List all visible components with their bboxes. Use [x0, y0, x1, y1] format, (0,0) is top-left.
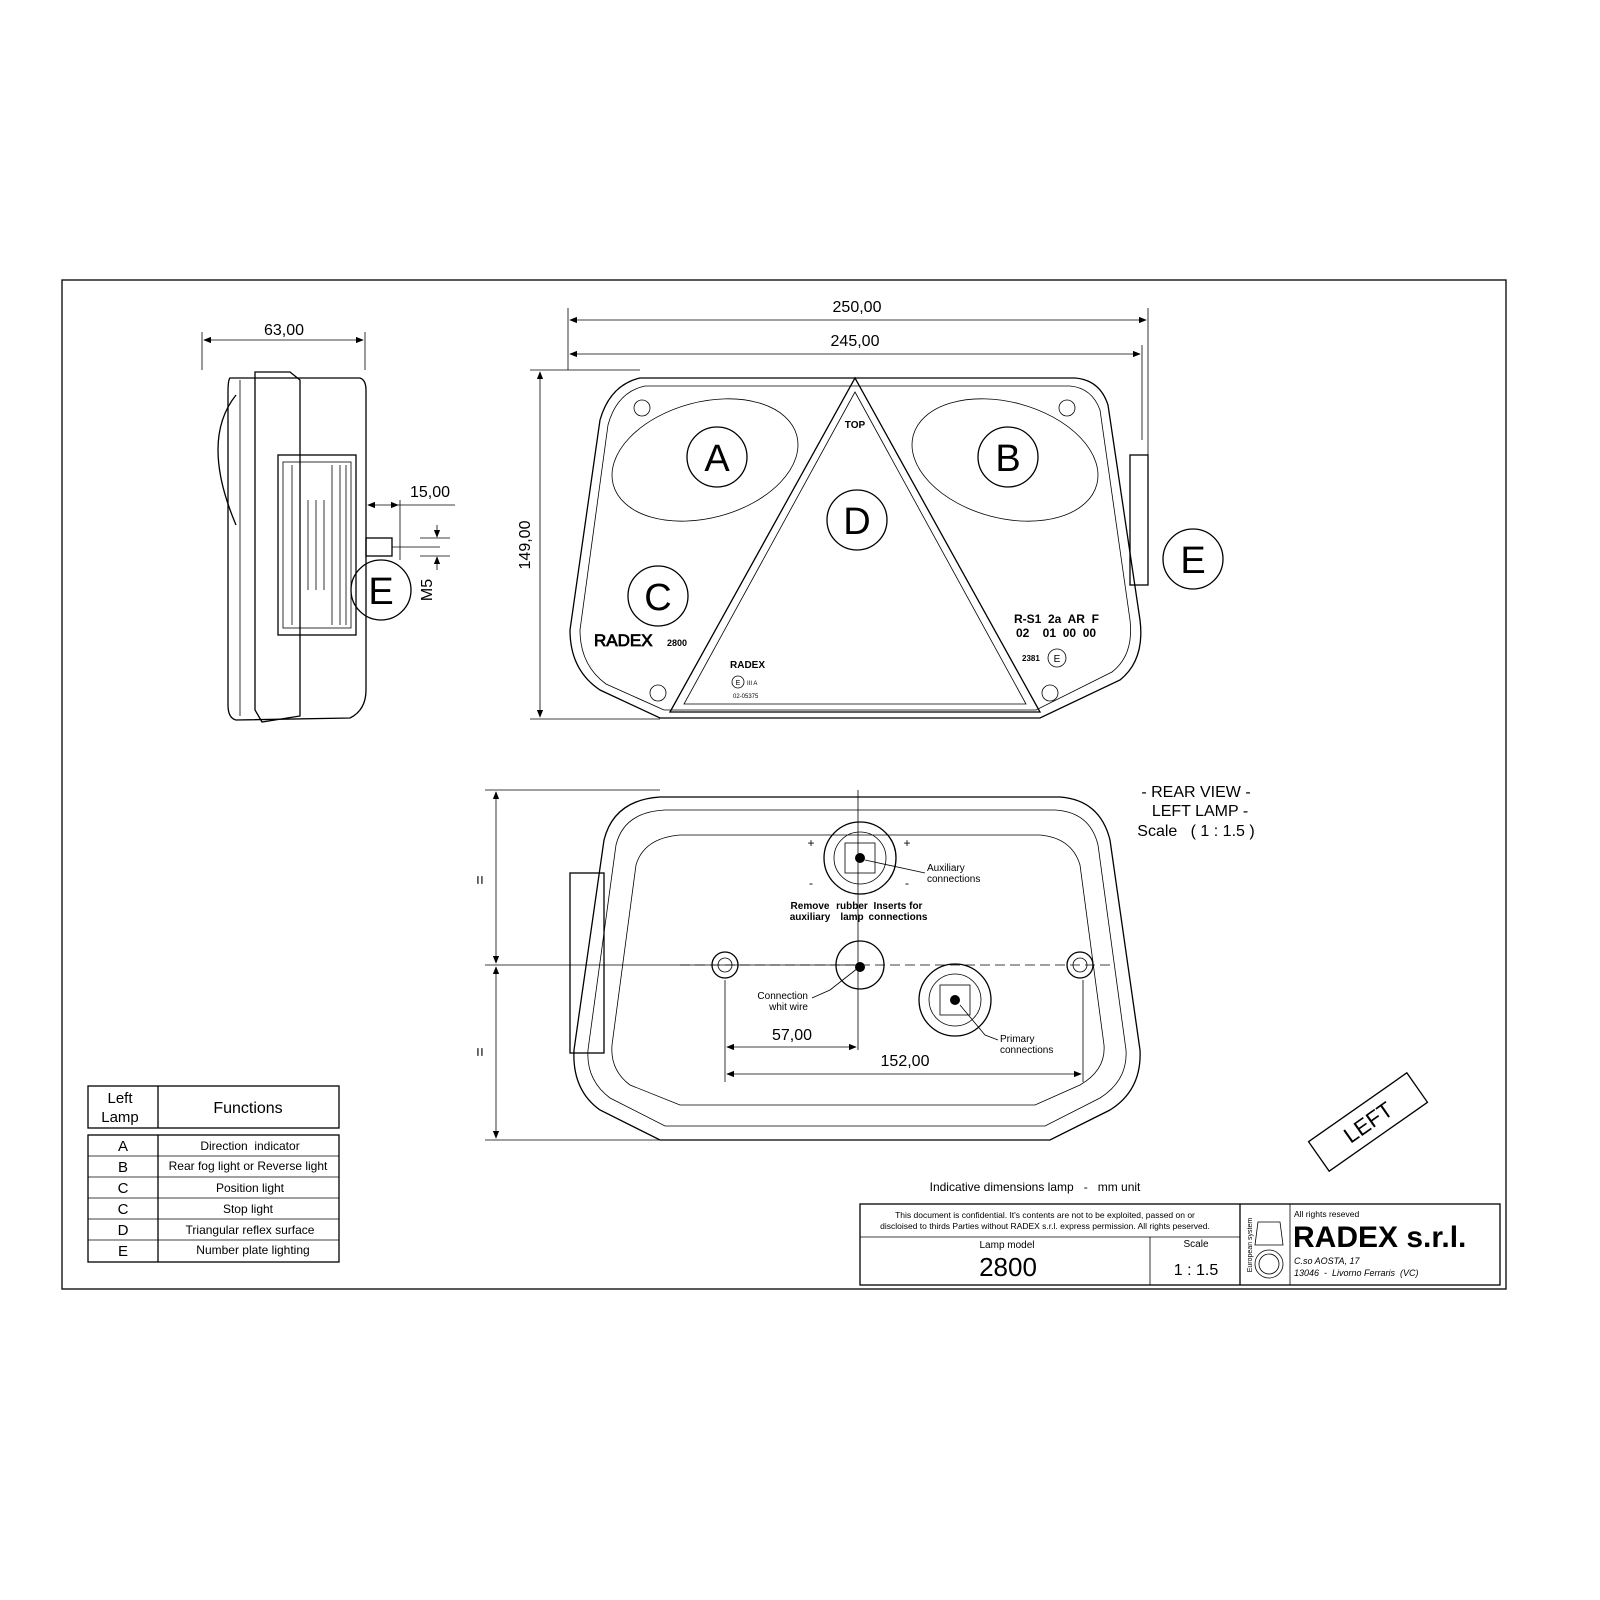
header-functions: Functions — [213, 1100, 282, 1117]
table-row-function: Direction indicator — [200, 1139, 299, 1153]
homologation-line-1: R-S1 2a AR F — [1014, 612, 1099, 626]
white-wire-label-2: whit wire — [768, 1002, 808, 1013]
front-view: 250,00 245,00 149,00 A B C D E TOP RADEX… — [517, 299, 1224, 720]
header-lamp-2: Lamp — [101, 1109, 139, 1126]
label-e: E — [1180, 540, 1205, 582]
address-line-1: C.so AOSTA, 17 — [1294, 1256, 1361, 1266]
table-row-lamp: A — [118, 1138, 128, 1155]
side-label-e: E — [368, 571, 393, 613]
table-row-function: Position light — [216, 1181, 285, 1195]
dim-overall-width: 250,00 — [833, 299, 882, 316]
label-a: A — [704, 438, 730, 480]
e-mark: E — [736, 680, 741, 687]
remove-label-2: auxiliary — [790, 912, 831, 923]
lamp-body — [569, 377, 1142, 719]
table-row-lamp: C — [118, 1201, 129, 1218]
approval-code: 2381 — [1022, 654, 1040, 663]
plus-left: + — [807, 836, 814, 850]
side-lens — [217, 394, 237, 526]
left-stamp: LEFT — [1307, 1071, 1429, 1173]
plus-right: + — [903, 836, 910, 850]
label-b: B — [995, 438, 1020, 480]
white-wire-label-1: Connection — [757, 991, 808, 1002]
rubber-label-2: lamp — [840, 912, 863, 923]
equal-mark-bottom: = — [472, 1047, 489, 1056]
model-mark: 2800 — [667, 638, 687, 648]
dim-hole-offset: 57,00 — [772, 1027, 812, 1044]
confidential-text-1: This document is confidential. It's cont… — [895, 1210, 1195, 1220]
side-view: 63,00 15,00 M5 E — [201, 322, 455, 723]
rear-body — [573, 796, 1141, 1141]
drawing-border — [61, 279, 1507, 1290]
equal-mark-top: = — [472, 875, 489, 884]
table-row-function: Triangular reflex surface — [186, 1223, 315, 1237]
confidential-text-2: discloised to thirds Parties without RAD… — [880, 1221, 1210, 1231]
brand-mark: RADEX — [594, 631, 653, 650]
primary-label-2: connections — [1000, 1045, 1053, 1056]
rubber-label-1: rubber — [836, 901, 868, 912]
lamp-symbol-icon — [1254, 1221, 1284, 1246]
table-row-lamp: B — [118, 1159, 128, 1176]
label-c: C — [644, 577, 671, 619]
left-stamp-text: LEFT — [1339, 1097, 1397, 1148]
top-mark: TOP — [845, 420, 866, 431]
minus-right: - — [905, 876, 909, 890]
reflex-code: 02-05375 — [733, 694, 759, 700]
table-row-lamp: E — [118, 1243, 128, 1260]
table-row-function: Rear fog light or Reverse light — [169, 1159, 328, 1173]
table-row-lamp: D — [118, 1222, 129, 1239]
rear-view: = = + + - - Auxiliary connections Remove… — [472, 784, 1255, 1141]
header-lamp-1: Left — [107, 1090, 133, 1107]
remove-label-1: Remove — [791, 901, 830, 912]
reflex-class: III A — [747, 681, 757, 687]
inserts-label-2: connections — [869, 912, 928, 923]
approval-e-mark: E — [1054, 654, 1061, 665]
scale-value: 1 : 1.5 — [1174, 1262, 1219, 1279]
callout-circle — [350, 559, 412, 621]
round-lamp-symbol-icon — [1254, 1249, 1284, 1279]
dim-hole-spacing: 152,00 — [881, 1053, 930, 1070]
dim-body-width: 245,00 — [831, 333, 880, 350]
aux-label-2: connections — [927, 874, 980, 885]
stud — [365, 537, 393, 557]
dim-height: 149,00 — [517, 520, 534, 569]
title-block: This document is confidential. It's cont… — [859, 1203, 1501, 1286]
label-d: D — [843, 501, 870, 543]
lamp-model-label: Lamp model — [979, 1240, 1034, 1251]
reflex-triangle — [668, 376, 1042, 713]
inserts-label-1: Inserts for — [874, 901, 923, 912]
table-row-lamp: C — [118, 1180, 129, 1197]
dim-stud-length: 15,00 — [410, 484, 450, 501]
company-name: RADEX s.r.l. — [1293, 1221, 1466, 1254]
rear-view-title-1: - REAR VIEW - — [1141, 784, 1250, 801]
dim-stud-thread: M5 — [419, 579, 436, 601]
table-row-function: Number plate lighting — [196, 1243, 309, 1257]
table-row-function: Stop light — [223, 1202, 274, 1216]
scale-label: Scale — [1183, 1239, 1208, 1250]
lamp-model-value: 2800 — [979, 1252, 1037, 1282]
rear-view-title-2: LEFT LAMP - — [1152, 803, 1248, 820]
address-line-2: 13046 - Livorno Ferraris (VC) — [1294, 1268, 1419, 1278]
functions-table: Left Lamp Functions A B C C D E Directio… — [87, 1085, 340, 1263]
rights-text: All rights reseved — [1294, 1209, 1359, 1219]
minus-left: - — [809, 876, 813, 890]
aux-label-1: Auxiliary — [927, 863, 965, 874]
primary-label-1: Primary — [1000, 1034, 1034, 1045]
european-system-label: European system — [1247, 1218, 1254, 1273]
reflex-brand: RADEX — [730, 660, 765, 671]
dim-side-width: 63,00 — [264, 322, 304, 339]
rear-view-scale: Scale ( 1 : 1.5 ) — [1137, 823, 1254, 840]
dimensions-note: Indicative dimensions lamp - mm unit — [930, 1180, 1141, 1194]
homologation-line-2: 02 01 00 00 — [1016, 626, 1096, 640]
